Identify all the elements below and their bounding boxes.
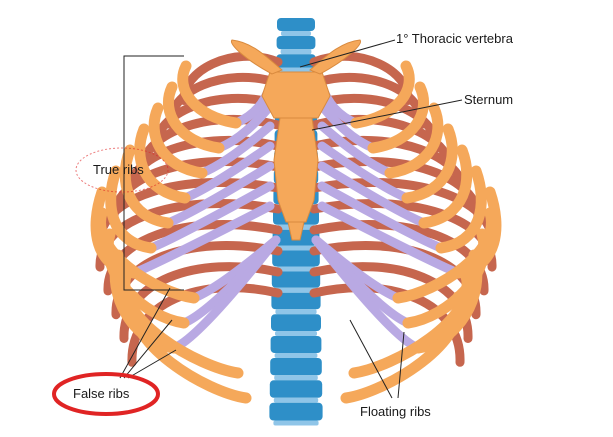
clavicle-left (231, 39, 283, 75)
highlight-marks (52, 147, 169, 416)
rib-front (384, 102, 444, 179)
rib-front (340, 291, 465, 404)
intervertebral-disc (276, 245, 316, 251)
rib-front (177, 60, 242, 129)
rib-front (90, 186, 140, 279)
vertebra-body (270, 336, 322, 353)
intervertebral-disc (273, 420, 319, 426)
rib-fronts (90, 60, 502, 404)
costal-cartilage-segment (317, 121, 395, 178)
rib-front (119, 270, 244, 379)
bracket-true-ribs (123, 55, 184, 291)
vertebra-body (276, 36, 316, 50)
rib-front (452, 186, 502, 279)
intervertebral-disc (275, 331, 317, 336)
rib-front (367, 81, 430, 154)
vertebra-body (277, 18, 315, 31)
leader-false-rib-3 (127, 349, 177, 379)
rib-front (435, 165, 487, 254)
label-thoracic-vertebra: 1° Thoracic vertebra (396, 31, 513, 46)
rib-front (162, 81, 225, 154)
rib-front (109, 249, 180, 354)
costal-cartilage-segment (317, 141, 412, 203)
leader-thoracic-vertebra (299, 39, 396, 68)
intervertebral-disc (273, 397, 319, 403)
vertebra-body (269, 402, 323, 421)
vertebra-body (270, 358, 322, 376)
leader-false-rib-1 (119, 287, 171, 379)
leader-false-rib-2 (123, 319, 173, 379)
label-floating-ribs: Floating ribs (360, 404, 431, 419)
rib-front (105, 165, 157, 254)
vertebra-body (269, 380, 323, 398)
rib-front (148, 102, 208, 179)
costal-cartilage-segment (317, 161, 429, 228)
false-ribs-highlight-circle (52, 372, 160, 416)
sternum (261, 71, 331, 241)
sternum-body (273, 117, 319, 223)
intervertebral-disc (276, 266, 316, 272)
intervertebral-disc (275, 287, 317, 293)
leader-sternum (311, 99, 463, 131)
rib-front (348, 270, 473, 379)
costal-cartilage-segment (317, 181, 446, 253)
vertebra-body (272, 250, 320, 267)
costal-cartilage-segment (197, 121, 275, 178)
label-false-ribs: False ribs (73, 386, 130, 401)
rib-front (127, 291, 252, 404)
rib-front (392, 207, 497, 304)
intervertebral-disc (280, 49, 312, 55)
vertebra-body (271, 314, 321, 331)
intervertebral-disc (274, 375, 318, 381)
rib-front (418, 144, 473, 229)
label-true-ribs: True ribs (93, 162, 144, 177)
rib-front (350, 60, 415, 129)
rib-front (401, 123, 458, 204)
costal-cartilage-segment (163, 161, 275, 228)
intervertebral-disc (281, 31, 311, 36)
rib-front (119, 144, 174, 229)
xiphoid-process (287, 221, 305, 241)
label-sternum: Sternum (464, 92, 514, 107)
rib-front (95, 207, 200, 304)
rib-front (134, 123, 191, 204)
vertebra-body (271, 271, 321, 288)
rib-front (412, 249, 483, 354)
leader-floating-rib-2 (397, 331, 405, 399)
costal-cartilage-segment (146, 181, 275, 253)
vertebra-body (271, 292, 321, 310)
manubrium (261, 71, 331, 119)
costal-cartilage-segment (180, 141, 275, 203)
intervertebral-disc (275, 309, 317, 315)
leader-lines (119, 39, 463, 399)
vertebra-body (276, 54, 316, 68)
intervertebral-disc (274, 353, 318, 358)
true-ribs-highlight (75, 147, 169, 193)
leader-floating-rib-1 (349, 319, 393, 399)
